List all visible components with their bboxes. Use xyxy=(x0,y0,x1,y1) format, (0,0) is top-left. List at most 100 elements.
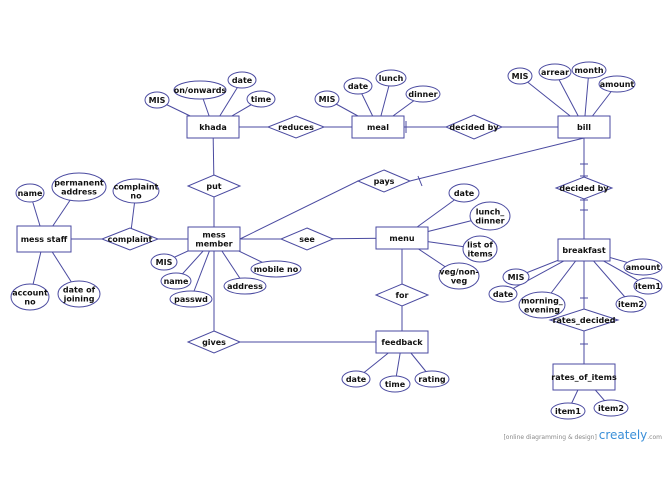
entity-shape xyxy=(557,238,611,262)
attribute-bf_date[interactable]: date xyxy=(488,285,518,303)
watermark-tld: .com xyxy=(647,434,662,441)
attribute-label: mobile no xyxy=(254,265,299,274)
relationship-decided_by_1[interactable]: decided by xyxy=(444,114,504,140)
attribute-member_name[interactable]: name xyxy=(160,272,192,290)
attribute-shape xyxy=(550,402,586,420)
attribute-meal_date[interactable]: date xyxy=(343,77,373,95)
relationship-label: reduces xyxy=(278,123,314,132)
relationship-pays[interactable]: pays xyxy=(356,169,412,193)
relationship-label: for xyxy=(396,291,409,300)
attribute-shape xyxy=(414,370,450,388)
relationship-label: rates_decided xyxy=(553,316,616,325)
attribute-bf_mis[interactable]: MIS xyxy=(502,268,530,286)
relationship-shape xyxy=(266,115,326,139)
attribute-roi_item1[interactable]: item1 xyxy=(550,402,586,420)
entity-mess_staff[interactable]: mess staff xyxy=(16,225,72,253)
relationship-put[interactable]: put xyxy=(186,174,242,198)
relationship-see[interactable]: see xyxy=(279,227,335,251)
entity-breakfast[interactable]: breakfast xyxy=(557,238,611,262)
relationship-shape xyxy=(356,169,412,193)
entity-label: mess staff xyxy=(21,235,68,244)
relationship-for[interactable]: for xyxy=(374,283,430,307)
relationship-rates_decided[interactable]: rates_decided xyxy=(548,308,620,332)
relationship-shape xyxy=(444,114,504,140)
attribute-shape xyxy=(633,277,663,295)
attribute-member_passwd[interactable]: passwd xyxy=(169,290,213,308)
attribute-shape xyxy=(112,178,160,204)
relationship-shape xyxy=(100,227,160,251)
relationship-reduces[interactable]: reduces xyxy=(266,115,326,139)
relationship-shape xyxy=(548,308,620,332)
attribute-shape xyxy=(615,295,647,313)
attribute-bill_arrear[interactable]: arrear xyxy=(538,63,572,81)
attribute-shape xyxy=(223,277,267,295)
relationship-complaint[interactable]: complaint xyxy=(100,227,160,251)
attribute-bf_morning[interactable]: morning_evening xyxy=(518,291,566,319)
entity-label: breakfast xyxy=(562,246,605,255)
attribute-bill_month[interactable]: month xyxy=(571,61,607,79)
attribute-member_mobile[interactable]: mobile no xyxy=(250,260,302,278)
entity-meal[interactable]: meal xyxy=(351,115,405,139)
attribute-khada_date[interactable]: date xyxy=(227,71,257,89)
attribute-khada_mis[interactable]: MIS xyxy=(144,91,170,109)
attribute-bf_amount[interactable]: amount xyxy=(623,258,663,276)
attribute-shape xyxy=(160,272,192,290)
relationship-shape xyxy=(186,174,242,198)
attribute-meal_mis[interactable]: MIS xyxy=(314,90,340,108)
attribute-label: rating xyxy=(418,375,446,384)
attribute-shape xyxy=(246,90,276,108)
attribute-staff_name[interactable]: name xyxy=(15,183,45,203)
entity-bill[interactable]: bill xyxy=(557,115,611,139)
attribute-member_address[interactable]: address xyxy=(223,277,267,295)
entity-feedback[interactable]: feedback xyxy=(375,330,429,354)
attribute-shape xyxy=(462,235,498,263)
attribute-fb_rating[interactable]: rating xyxy=(414,370,450,388)
attribute-label: date xyxy=(348,82,369,91)
attribute-bf_item1[interactable]: item1 xyxy=(633,277,663,295)
entity-menu[interactable]: menu xyxy=(375,226,429,250)
attribute-bill_mis[interactable]: MIS xyxy=(507,67,533,85)
entity-rates_of_items[interactable]: rates_of_items xyxy=(551,363,617,391)
attribute-label: time xyxy=(385,380,406,389)
attribute-bf_item2[interactable]: item2 xyxy=(615,295,647,313)
attribute-meal_dinner[interactable]: dinner xyxy=(405,85,441,103)
relationship-gives[interactable]: gives xyxy=(186,330,242,354)
relationship-label: see xyxy=(299,235,315,244)
attribute-menu_lunch_dinner[interactable]: lunch_dinner xyxy=(469,201,511,231)
entity-khada[interactable]: khada xyxy=(186,115,240,139)
attribute-bill_amount[interactable]: amount xyxy=(598,75,636,93)
entity-shape xyxy=(351,115,405,139)
attribute-menu_veg[interactable]: veg/non-veg xyxy=(438,262,480,290)
attribute-khada_onwards[interactable]: on/onwards xyxy=(173,80,227,100)
attribute-fb_time[interactable]: time xyxy=(379,375,411,393)
attribute-member_mis[interactable]: MIS xyxy=(150,253,178,271)
relationship-label: complaint xyxy=(108,235,153,244)
attribute-roi_item2[interactable]: item2 xyxy=(593,399,629,417)
attribute-label: MIS xyxy=(156,258,173,267)
attribute-menu_date[interactable]: date xyxy=(448,183,480,203)
attribute-meal_lunch[interactable]: lunch xyxy=(375,69,407,87)
attribute-label: arrear xyxy=(541,68,569,77)
attribute-shape xyxy=(169,290,213,308)
attribute-shape xyxy=(538,63,572,81)
attribute-label: amount xyxy=(600,80,635,89)
attribute-label: veg/non-veg xyxy=(439,268,479,286)
attribute-label: morning_evening xyxy=(521,297,563,315)
attribute-fb_date[interactable]: date xyxy=(341,370,371,388)
entity-label: menu xyxy=(389,234,414,243)
attribute-shape xyxy=(571,61,607,79)
attribute-label: passwd xyxy=(174,295,208,304)
shapes: reduces decided by put pays complaint see deci… xyxy=(10,61,663,420)
attribute-khada_time[interactable]: time xyxy=(246,90,276,108)
relationship-decided_by_2[interactable]: decided by xyxy=(554,176,614,200)
